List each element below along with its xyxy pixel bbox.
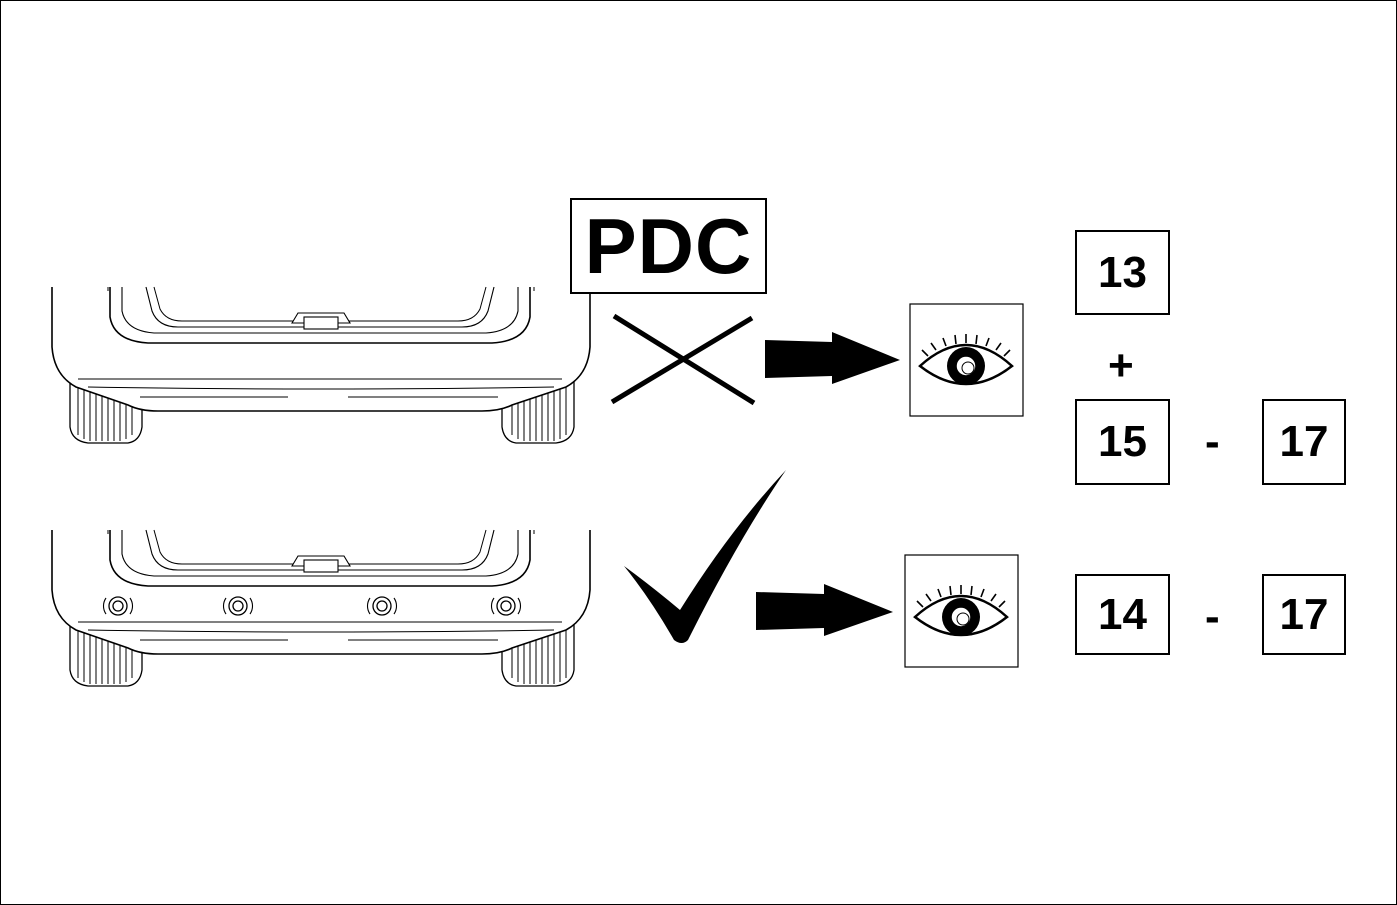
arrow-icon	[756, 584, 893, 636]
car-rear-with-sensors	[51, 529, 591, 687]
step-box-13: 13	[1075, 230, 1170, 315]
step-box-14: 14	[1075, 574, 1170, 655]
eye-box	[909, 303, 1024, 417]
step-box-17-bottom: 17	[1262, 574, 1346, 655]
eye-box	[904, 554, 1019, 668]
step-box-15: 15	[1075, 399, 1170, 485]
cross-icon	[610, 313, 756, 406]
arrow-icon	[765, 332, 900, 384]
check-icon	[624, 470, 786, 643]
car-rear-without-sensors	[51, 286, 591, 444]
range-dash: -	[1205, 592, 1220, 641]
pdc-label: PDC	[570, 198, 767, 294]
range-dash: -	[1205, 417, 1220, 466]
step-box-17: 17	[1262, 399, 1346, 485]
plus-operator: +	[1108, 341, 1134, 390]
